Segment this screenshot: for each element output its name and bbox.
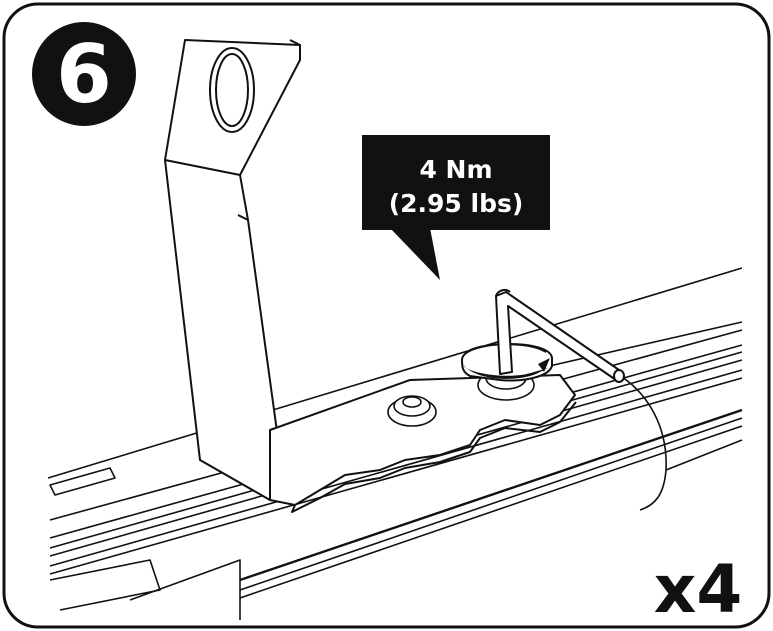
- torque-value: 4 Nm: [419, 155, 492, 184]
- bolt-head: [387, 395, 437, 427]
- step-number: 6: [56, 28, 112, 121]
- step-number-badge: 6: [32, 22, 136, 126]
- quantity-label: x4: [654, 551, 743, 628]
- hex-key-tool: [495, 288, 625, 383]
- mounting-bracket: [164, 39, 577, 513]
- torque-value-imperial: (2.95 lbs): [389, 189, 524, 218]
- torque-callout: 4 Nm (2.95 lbs): [362, 135, 550, 280]
